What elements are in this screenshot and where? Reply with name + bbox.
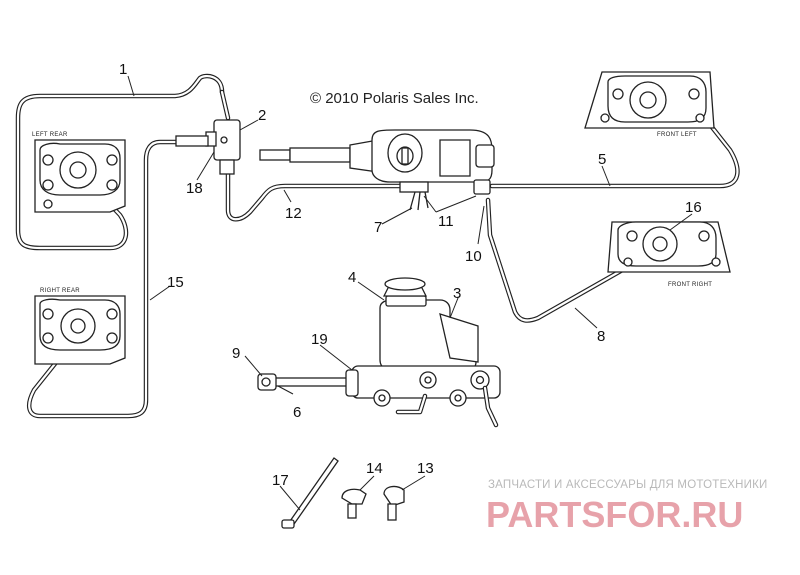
pushrod-6 (257, 373, 353, 391)
upper-master-cylinder (259, 129, 495, 211)
callout-7: 7 (374, 219, 382, 236)
brake-line-8 (485, 197, 643, 323)
lower-master-cylinder (345, 277, 501, 428)
junction-block (175, 119, 241, 175)
callout-18: 18 (186, 180, 203, 197)
watermark-logo: PARTSFOR.RU (486, 494, 744, 535)
callout-14: 14 (366, 460, 383, 477)
callout-16: 16 (685, 199, 702, 216)
callout-15: 15 (167, 274, 184, 291)
watermark-caption: ЗАПЧАСТИ И АКСЕССУАРЫ ДЛЯ МОТОТЕХНИКИ (488, 479, 768, 491)
caliper-left-rear (34, 139, 126, 213)
clip-13 (383, 485, 405, 521)
callout-10: 10 (465, 248, 482, 265)
callout-13: 13 (417, 460, 434, 477)
callout-17: 17 (272, 472, 289, 489)
callout-6: 6 (293, 404, 301, 421)
callout-1: 1 (119, 61, 127, 78)
caliper-front-right (607, 221, 731, 273)
brake-line-1 (15, 73, 231, 251)
brake-line-5 (489, 109, 740, 189)
brake-line-12 (225, 167, 403, 222)
callout-5: 5 (598, 151, 606, 168)
label-front-right: FRONT RIGHT (668, 282, 712, 288)
callout-4: 4 (348, 269, 356, 286)
label-front-left: FRONT LEFT (657, 132, 697, 138)
callout-2: 2 (258, 107, 266, 124)
brake-line-15 (26, 139, 213, 419)
callout-11: 11 (438, 213, 454, 230)
caliper-front-left (584, 71, 715, 129)
callout-19: 19 (311, 331, 328, 348)
callout-8: 8 (597, 328, 605, 345)
clip-14 (341, 488, 367, 519)
callout-9: 9 (232, 345, 240, 362)
label-right-rear: RIGHT REAR (40, 288, 80, 294)
cable-tie-17 (281, 457, 339, 529)
callout-3: 3 (453, 285, 461, 302)
label-left-rear: LEFT REAR (32, 132, 68, 138)
callout-12: 12 (285, 205, 302, 222)
leader-lines (127, 75, 693, 511)
caliper-right-rear (34, 295, 126, 365)
copyright-text: © 2010 Polaris Sales Inc. (310, 90, 479, 107)
